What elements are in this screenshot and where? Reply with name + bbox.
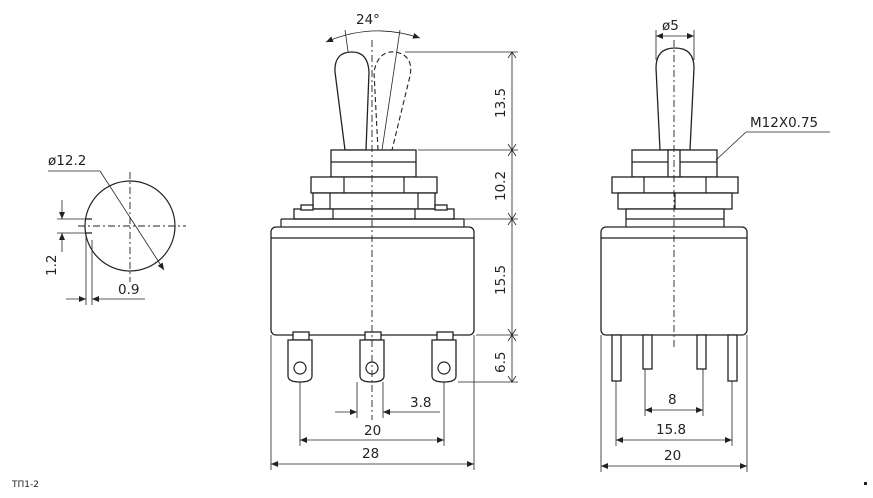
- end-terminal-4: [727, 334, 738, 382]
- front-dim-horizontal-1: 3.8: [410, 395, 431, 411]
- front-dim-vertical-4: 6.5: [493, 352, 509, 373]
- front-dim-horizontal-2: 20: [364, 423, 381, 439]
- end-thread-label: M12X0.75: [750, 115, 818, 131]
- side-diameter-label: ø12.2: [48, 153, 86, 169]
- end-terminal-1: [611, 334, 622, 382]
- side-dim-vertical: 1.2: [44, 255, 60, 276]
- front-switch-body: [270, 226, 475, 336]
- front-dim-vertical-3: 15.5: [493, 265, 509, 295]
- end-dim-horizontal-3: 20: [664, 448, 681, 464]
- front-dim-horizontal-3: 28: [362, 446, 379, 462]
- end-view: ø5 M12X0.75 8: [600, 18, 830, 472]
- front-angle-label: 24°: [356, 12, 380, 28]
- front-dim-vertical-2: 10.2: [493, 171, 509, 201]
- front-terminal-right: [431, 339, 457, 383]
- side-view: ø12.2 1.2 0.9: [44, 153, 186, 305]
- front-view: 24°: [270, 12, 518, 470]
- front-dim-vertical-1: 13.5: [493, 88, 509, 118]
- end-diameter-label: ø5: [662, 18, 679, 34]
- front-terminal-left: [287, 339, 313, 383]
- front-lever-alt: [373, 51, 412, 151]
- end-terminal-3: [696, 334, 707, 370]
- end-dim-horizontal-2: 15.8: [656, 422, 686, 438]
- corner-mark: [864, 482, 867, 485]
- end-dim-horizontal-1: 8: [668, 392, 677, 408]
- end-terminal-2: [642, 334, 653, 370]
- side-dim-horizontal: 0.9: [118, 282, 139, 298]
- end-lever: [655, 47, 695, 151]
- drawing-code: TП1-2: [11, 480, 39, 490]
- front-lever: [334, 51, 370, 151]
